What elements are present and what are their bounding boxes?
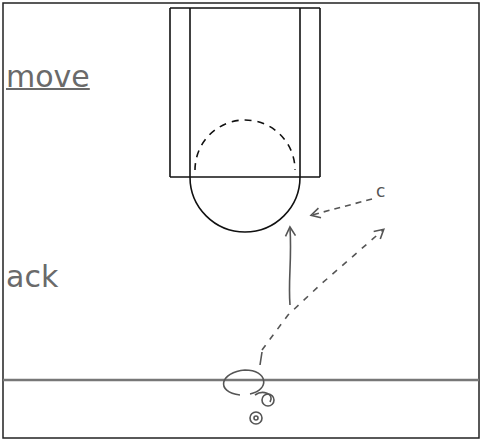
note-text: ack xyxy=(6,262,58,292)
court-border xyxy=(3,3,479,438)
player-letter: c xyxy=(376,183,385,200)
half-court-line xyxy=(3,379,479,382)
cut-arrow xyxy=(289,228,290,305)
player-symbol xyxy=(224,352,274,424)
pass-arrow xyxy=(312,199,372,215)
free-throw-lane xyxy=(170,8,320,232)
pass-arrow xyxy=(262,230,383,350)
note-text: move xyxy=(6,62,90,92)
